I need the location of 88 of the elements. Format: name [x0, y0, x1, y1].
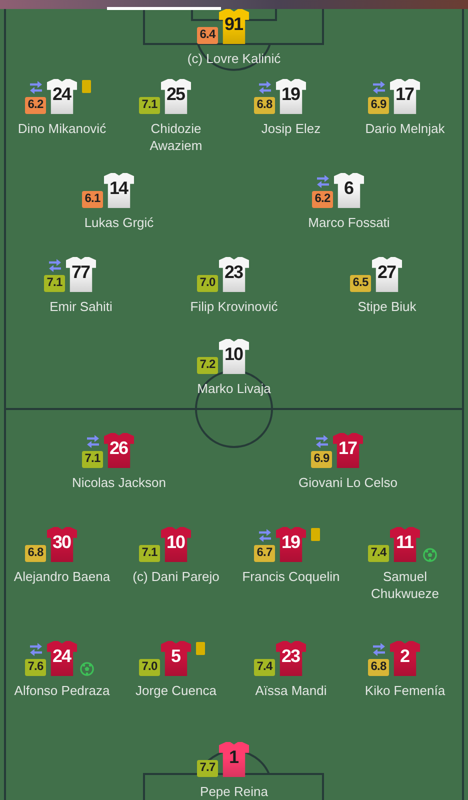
jersey	[161, 79, 191, 114]
player-rating: 6.9	[311, 451, 332, 468]
jersey	[47, 641, 77, 676]
player-name: Stipe Biuk	[358, 298, 416, 315]
shirt-number: 30	[52, 533, 72, 552]
jersey	[47, 527, 77, 562]
player-name: (c) Dani Parejo	[132, 568, 220, 585]
jersey	[372, 257, 402, 292]
player-name: Filip Krovinović	[190, 298, 278, 315]
shirt-number: 26	[109, 439, 129, 458]
player-rating: 7.2	[197, 357, 218, 374]
jersey	[104, 173, 134, 208]
shirt-number: 23	[224, 263, 244, 282]
player-name: Marco Fossati	[308, 214, 390, 231]
shirt-number: 5	[170, 647, 181, 666]
shirt-number: 17	[338, 439, 358, 458]
jersey	[219, 742, 249, 777]
jersey	[66, 257, 96, 292]
shirt-number: 10	[166, 533, 186, 552]
jersey	[47, 79, 77, 114]
player-name: Giovani Lo Celso	[298, 474, 398, 491]
player-name: Dino Mikanović	[18, 120, 106, 137]
player-rating: 6.1	[82, 191, 103, 208]
player-rating: 6.9	[368, 97, 389, 114]
shirt-number: 23	[281, 647, 301, 666]
shirt-number: 14	[109, 179, 129, 198]
player-rating: 7.0	[139, 659, 160, 676]
jersey	[390, 641, 420, 676]
player-rating: 6.5	[350, 275, 371, 292]
player-name: Alejandro Baena	[14, 568, 110, 585]
player-rating: 7.4	[368, 545, 389, 562]
player-name: Kiko Femenía	[364, 682, 446, 699]
player-name: Francis Coquelin	[242, 568, 340, 585]
jersey	[219, 9, 249, 44]
player-rating: 7.4	[254, 659, 275, 676]
player-name: Aïssa Mandi	[255, 682, 327, 699]
player-rating: 7.6	[25, 659, 46, 676]
jersey	[161, 527, 191, 562]
shirt-number: 91	[224, 15, 244, 34]
player-name: Pepe Reina	[200, 783, 268, 800]
jersey	[334, 173, 364, 208]
jersey	[276, 641, 306, 676]
jersey	[390, 79, 420, 114]
player-rating: 6.4	[197, 27, 218, 44]
player-name: Jorge Cuenca	[136, 682, 216, 699]
jersey	[390, 527, 420, 562]
jersey	[219, 257, 249, 292]
player-rating: 7.0	[197, 275, 218, 292]
player-name: Marko Livaja	[197, 380, 271, 397]
player-rating: 7.1	[44, 275, 65, 292]
jersey	[219, 339, 249, 374]
player-name: Samuel Chukwueze	[370, 568, 440, 602]
shirt-number: 2	[400, 647, 410, 666]
shirt-number: 17	[395, 85, 415, 104]
shirt-number: 10	[224, 345, 244, 364]
shirt-number: 11	[396, 533, 414, 552]
shirt-number: 27	[377, 263, 397, 282]
player-name: Dario Melnjak	[365, 120, 445, 137]
shirt-number: 1	[228, 748, 239, 767]
player-rating: 6.2	[25, 97, 46, 114]
player-rating: 6.2	[312, 191, 333, 208]
jersey	[276, 79, 306, 114]
player-rating: 7.1	[139, 545, 160, 562]
player-name: Chidozie Awaziem	[148, 120, 204, 154]
shirt-number: 24	[52, 85, 72, 104]
shirt-number: 25	[166, 85, 186, 104]
jersey	[161, 641, 191, 676]
shirt-number: 24	[52, 647, 72, 666]
player-name: Nicolas Jackson	[72, 474, 166, 491]
player-name: Lukas Grgić	[84, 214, 154, 231]
shirt-number: 77	[71, 263, 91, 282]
player-name: Josip Elez	[261, 120, 321, 137]
player-rating: 6.8	[368, 659, 389, 676]
jersey	[333, 433, 363, 468]
player-name: (c) Lovre Kalinić	[187, 50, 281, 67]
player-rating: 7.7	[197, 760, 218, 777]
shirt-number: 6	[344, 179, 354, 198]
shirt-number: 19	[281, 85, 301, 104]
player-name: Alfonso Pedraza	[14, 682, 110, 699]
player-rating: 6.7	[254, 545, 275, 562]
shirt-number: 19	[281, 533, 301, 552]
player-rating: 7.1	[139, 97, 160, 114]
player-rating: 6.8	[25, 545, 46, 562]
player-name: Emir Sahiti	[50, 298, 112, 315]
player-rating: 6.8	[254, 97, 275, 114]
jersey	[276, 527, 306, 562]
player-rating: 7.1	[82, 451, 103, 468]
jersey	[104, 433, 134, 468]
